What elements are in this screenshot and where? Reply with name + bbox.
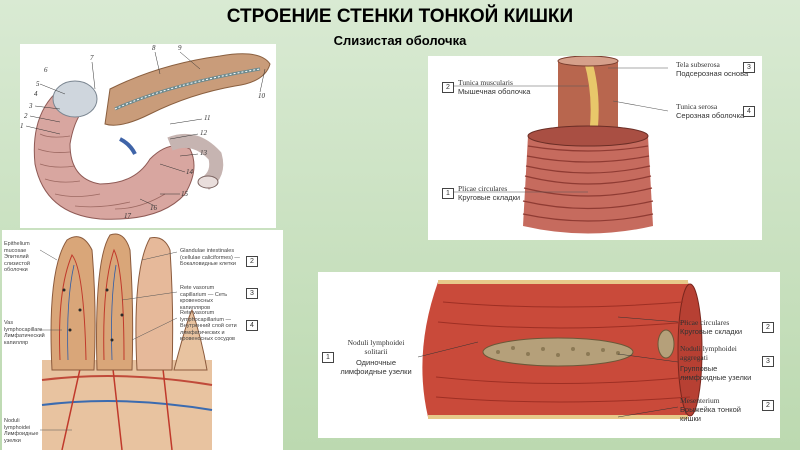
label-tunica-serosa-latin: Tunica serosa [676,102,718,111]
figure-number: 6 [44,66,48,74]
label-mesenterium-latin: Mesenterium [680,396,720,405]
label-plicae-circulares-ru: Круговые складки [458,193,521,202]
figure-number: 15 [181,190,188,198]
label-noduli-aggregati-ru: Групповые лимфоидные узелки [680,364,752,382]
label-epithelium-latin: Epithelium mucosae [4,241,30,254]
label-plicae-circulares-latin: Plicae circulares [680,318,730,327]
label-noduli-solitarii-latin: Noduli lymphoidei solitarii [347,338,405,356]
label-vas-lymphocapillare-latin: Vas lymphocapillare [4,320,43,333]
figure-number: 1 [20,122,24,130]
label-noduli-aggregati-latin: Noduli lymphoidei aggregati [680,344,737,362]
figure-number: 3 [29,102,33,110]
page-title: СТРОЕНИЕ СТЕНКИ ТОНКОЙ КИШКИ [226,6,574,27]
label-number-box: 2 [442,82,454,93]
label-rete-lymphocapillarium: Rete vasorum lymphocapillarium — Внутрен… [180,310,237,342]
label-number-box: 2 [246,256,258,267]
figure-number: 13 [200,149,207,157]
figure-number: 5 [36,80,40,88]
lymphoid-tube-drawing [318,272,780,438]
label-plicae-circulares-ru: Круговые складки [680,327,743,336]
label-glandulae: Glandulae intestinales (cellulae calicif… [180,248,240,267]
label-rete-capillarium: Rete vasorum capillarium — Сеть кровенос… [180,285,228,311]
figure-number: 14 [186,168,193,176]
figure-number: 9 [178,44,182,52]
label-number-box: 2 [762,400,774,411]
label-number-box: 3 [743,62,755,73]
label-number-box: 2 [762,322,774,333]
lymphoid-nodules-illustration: Plicae circulares Круговые складки 2 Nod… [318,272,780,438]
label-number-box: 4 [743,106,755,117]
label-mesenterium-ru: Брыжейка тонкой кишки [680,405,741,423]
label-noduli-solitarii-ru: Одиночные лимфоидные узелки [340,358,412,376]
figure-number: 10 [258,92,265,100]
label-number-box: 3 [762,356,774,367]
page-subtitle: Слизистая оболочка [333,33,467,48]
label-number-box: 1 [442,188,454,199]
label-number-box: 3 [246,288,258,299]
figure-number: 11 [204,114,211,122]
label-number-box: 4 [246,320,258,331]
figure-number: 12 [200,129,207,137]
label-plicae-circulares-latin: Plicae circulares [458,184,508,193]
label-tunica-muscularis-ru: Мышечная оболочка [458,87,531,96]
label-vas-lymphocapillare-ru: Лимфатический капилляр [4,333,45,346]
figure-number: 4 [34,90,38,98]
label-tunica-serosa-ru: Серозная оболочка [676,111,745,120]
figure-number: 17 [124,212,131,220]
figure-number: 16 [150,204,157,212]
label-epithelium-ru: Эпителий слизистой оболочки [4,254,30,273]
label-tela-subserosa-latin: Tela subserosa [676,60,720,69]
villi-illustration: Epithelium mucosae Эпителий слизистой об… [2,230,283,450]
label-number-box: 1 [322,352,334,363]
label-noduli-ru: Лимфоидные узелки [4,431,39,444]
intestine-wall-layers-illustration: Tela subserosa Подсерозная основа 3 Tuni… [428,56,762,240]
intestine-tube-drawing [428,56,762,240]
figure-number: 7 [90,54,94,62]
label-tunica-muscularis-latin: Tunica muscularis [458,78,513,87]
label-noduli-latin: Noduli lymphoidei [4,418,31,431]
intestine-overview-drawing [20,44,276,228]
intestine-overview-illustration: 1 2 3 4 5 6 7 8 9 10 11 12 13 14 15 16 1… [20,44,276,228]
villi-drawing [2,230,283,450]
figure-number: 2 [24,112,28,120]
label-tela-subserosa-ru: Подсерозная основа [676,69,749,78]
figure-number: 8 [152,44,156,52]
